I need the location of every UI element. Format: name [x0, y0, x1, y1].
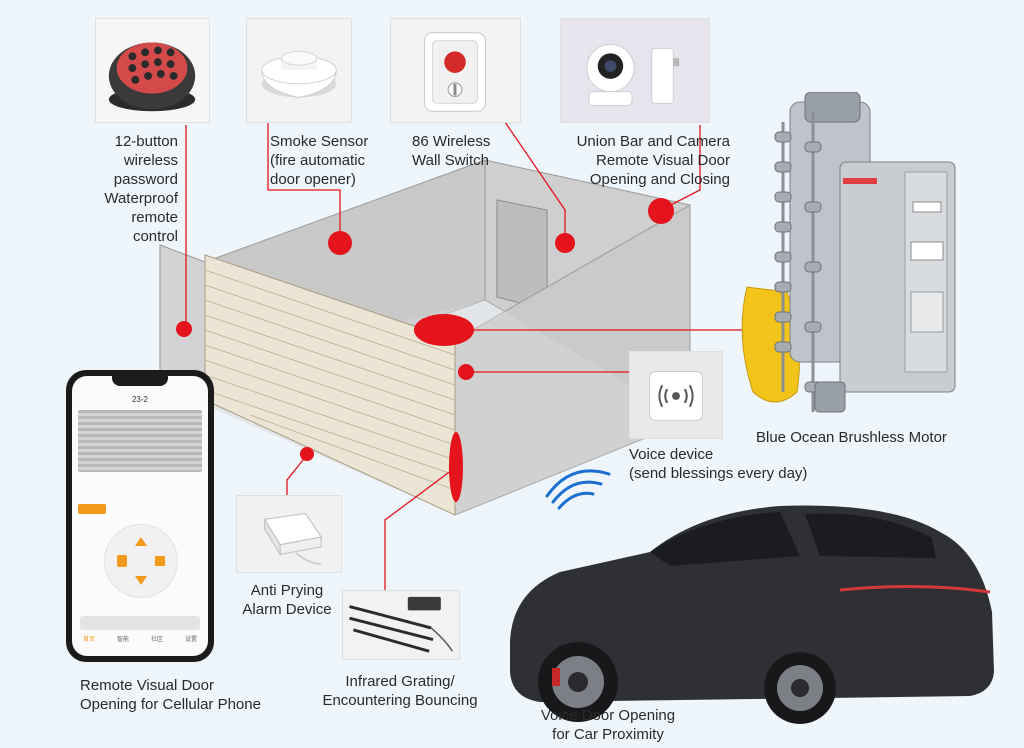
label-phone: Remote Visual Door Opening for Cellular …	[80, 677, 261, 713]
phone-tab-home[interactable]: 首页	[82, 637, 95, 643]
dot-camera	[648, 198, 674, 224]
label-wall-switch: 86 Wireless Wall Switch	[412, 133, 491, 169]
phone-action-button[interactable]	[80, 616, 200, 630]
wall-switch-icon	[424, 32, 486, 112]
wall-switch-thumb	[390, 18, 521, 123]
label-car: Voice Door Opening for Car Proximity	[540, 707, 676, 743]
car-icon	[510, 505, 994, 724]
dot-voice-device	[458, 364, 474, 380]
label-anti-prying: Anti Prying Alarm Device	[242, 582, 332, 618]
smoke-sensor-thumb	[246, 18, 352, 123]
dot-motor	[414, 314, 474, 346]
phone-screen-title: 23-2	[131, 395, 148, 404]
camera-icon	[586, 44, 680, 106]
phone-tab-community[interactable]: 社区	[150, 637, 163, 643]
indicator-dots	[176, 198, 674, 502]
voice-device-thumb	[629, 351, 723, 439]
smoke-detector-icon	[261, 50, 337, 98]
phone-camera-feed	[78, 410, 202, 472]
motor-icon	[741, 91, 956, 413]
dot-keypad	[176, 321, 192, 337]
phone-tab-bar: 首页 智能 社区 设置	[72, 634, 208, 648]
rolling-shutter	[204, 254, 456, 516]
infrared-thumb	[342, 590, 460, 660]
label-keypad: 12-button wireless password Waterproof r…	[104, 133, 178, 245]
phone-notch	[112, 376, 168, 386]
label-infrared: Infrared Grating/ Encountering Bouncing	[322, 673, 478, 709]
phone-mockup: 23-2 首页 智能 社区 设置	[66, 370, 214, 662]
phone-tab-settings[interactable]: 设置	[184, 637, 197, 643]
dot-anti-prying	[300, 447, 314, 461]
phone-direction-icons	[117, 537, 165, 585]
phone-tab-smart[interactable]: 智能	[116, 637, 129, 643]
phone-control-tab-active[interactable]	[78, 504, 106, 514]
label-voice-device: Voice device (send blessings every day)	[629, 446, 808, 482]
phone-screen: 23-2 首页 智能 社区 设置	[72, 376, 208, 656]
speaker-icon	[649, 371, 703, 421]
camera-thumb	[560, 18, 710, 123]
wifi-signal-icon	[545, 469, 611, 510]
phone-control-pad	[104, 524, 178, 598]
label-camera: Union Bar and Camera Remote Visual Door …	[576, 133, 730, 188]
label-smoke-sensor: Smoke Sensor (fire automatic door opener…	[270, 133, 369, 188]
dot-smoke-sensor	[328, 231, 352, 255]
connector-lines	[185, 121, 790, 590]
motor-image	[735, 91, 975, 422]
infrared-bar-icon	[349, 596, 454, 653]
sensor-icon	[263, 513, 322, 566]
shutter-slats	[204, 269, 456, 491]
dot-wall-switch	[555, 233, 575, 253]
keypad-thumb	[95, 18, 210, 123]
keypad-icon	[108, 42, 196, 112]
anti-prying-thumb	[236, 495, 342, 573]
label-motor: Blue Ocean Brushless Motor	[756, 429, 947, 446]
dot-infrared	[449, 432, 463, 502]
